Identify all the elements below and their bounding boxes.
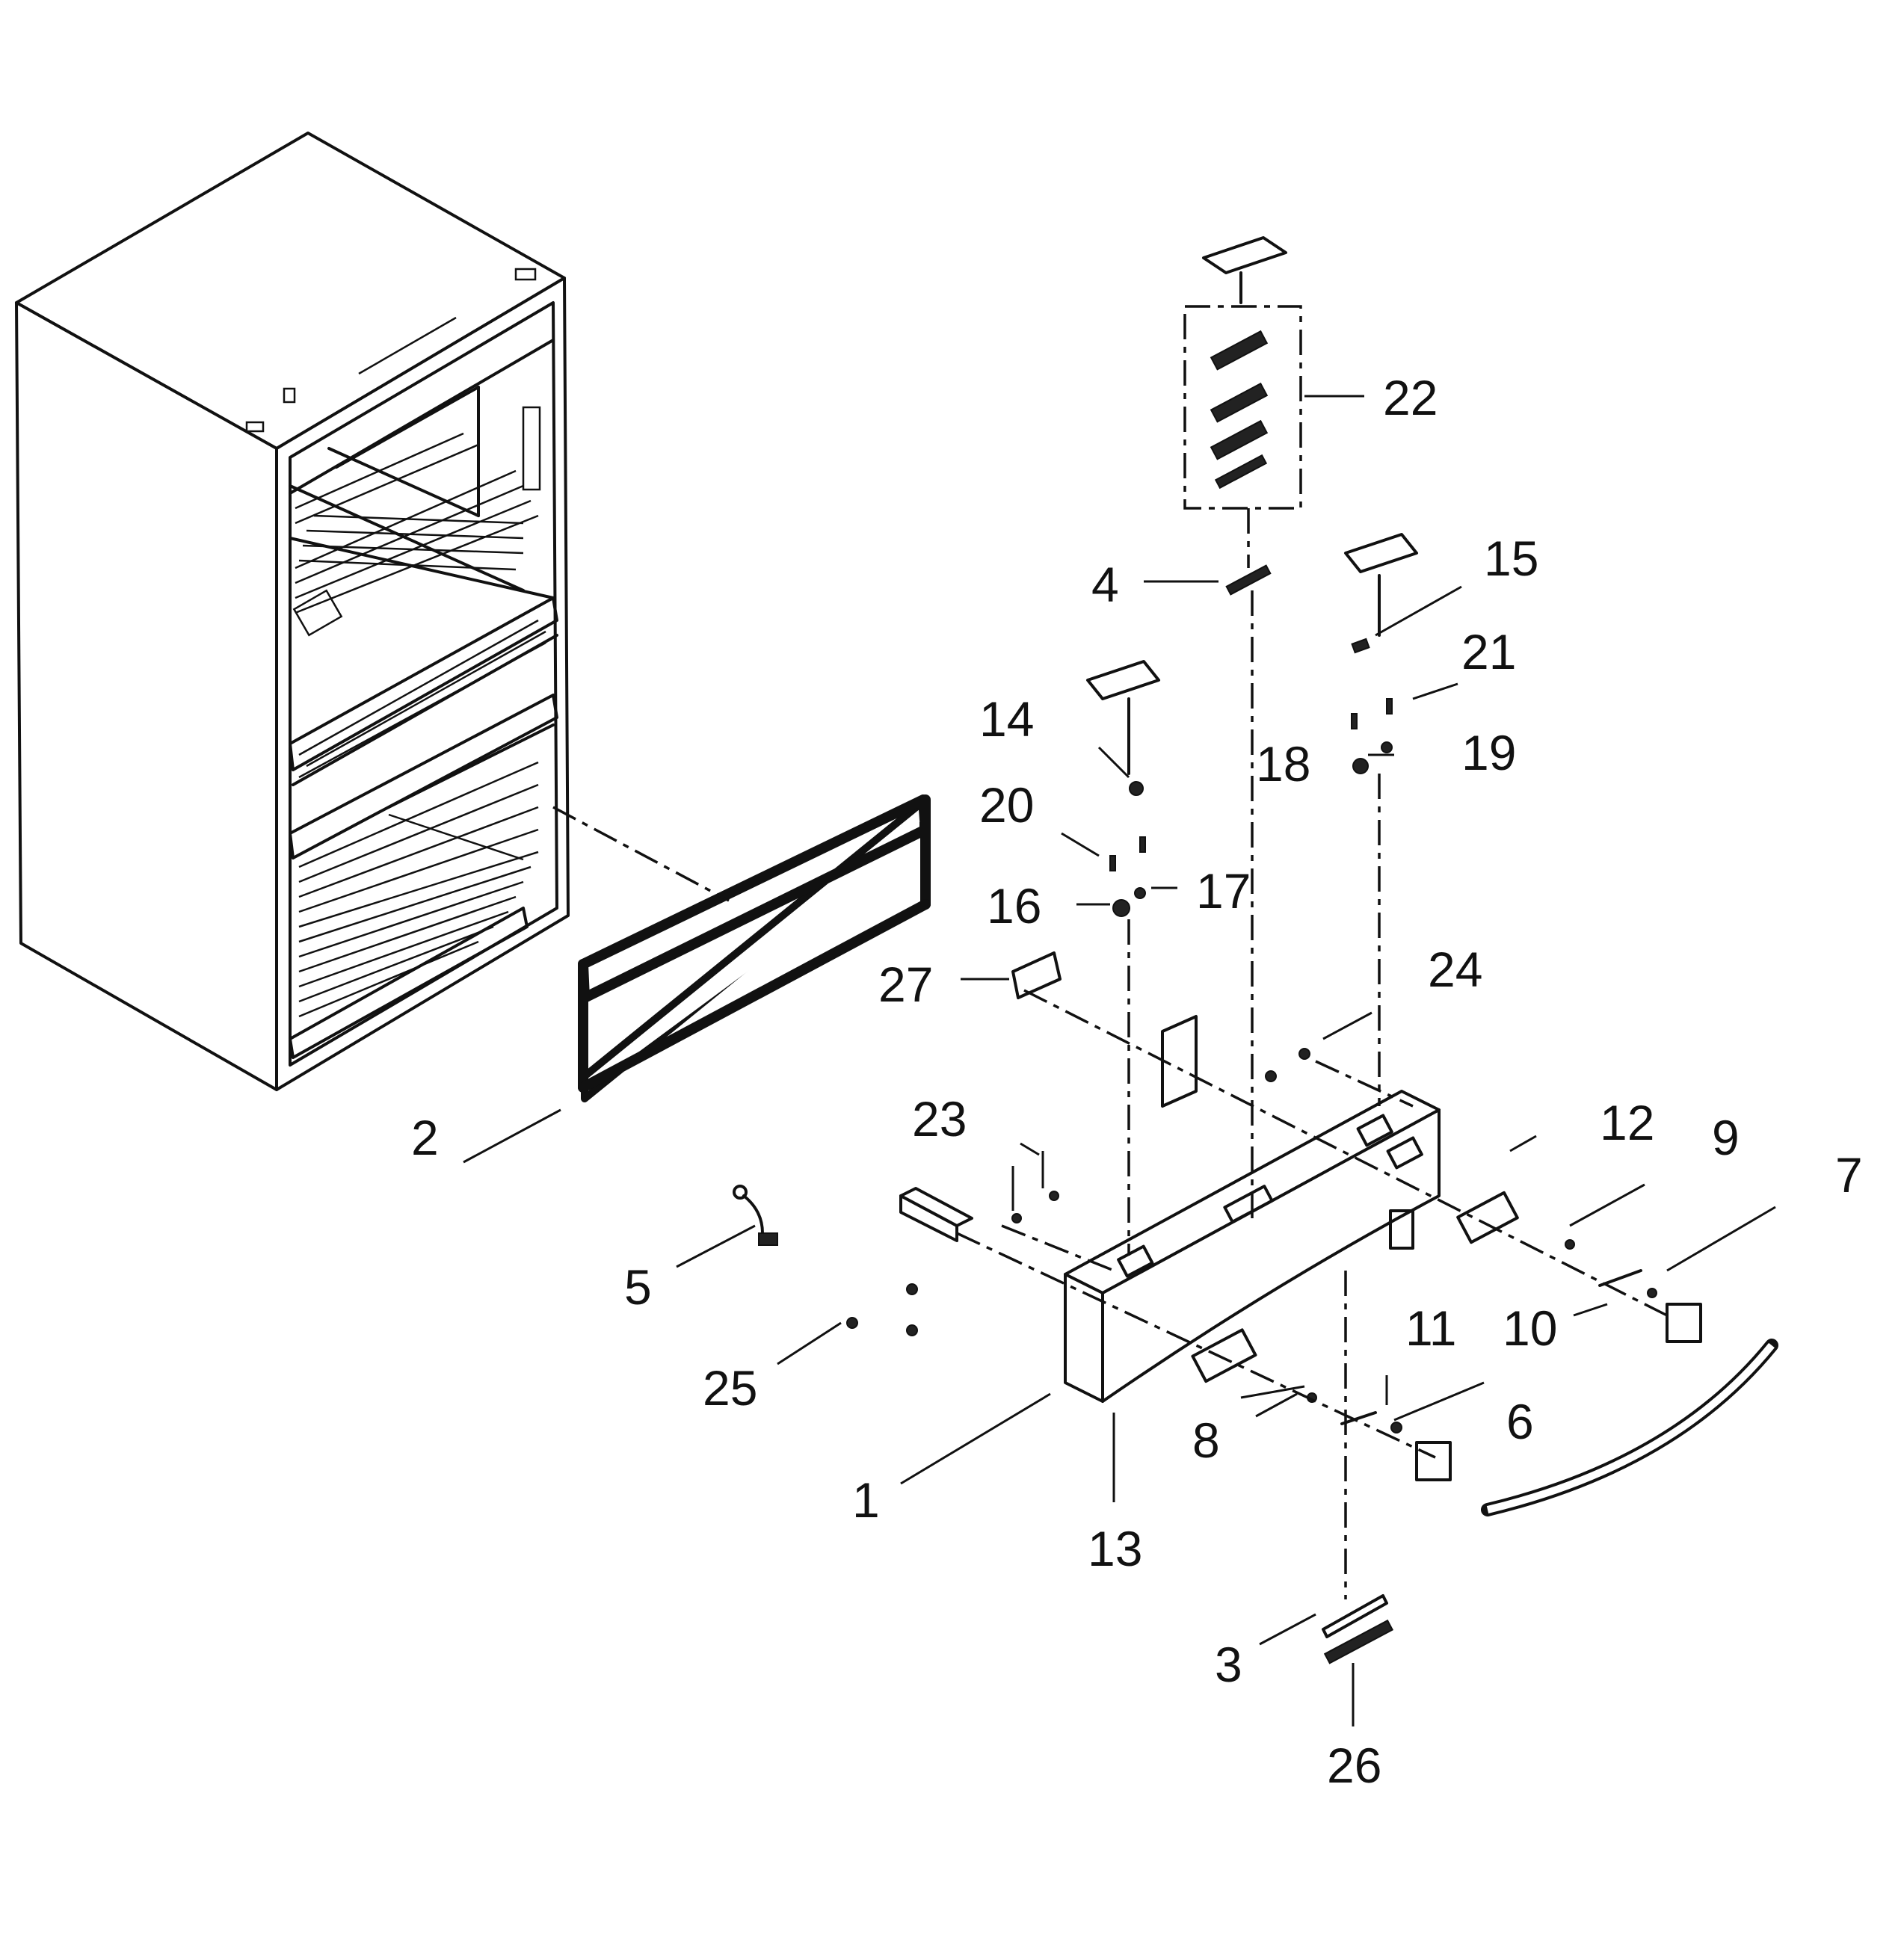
callout-9: 9 — [1712, 1110, 1740, 1165]
callout-labels: 1 2 3 4 5 6 7 8 9 10 11 12 13 14 15 16 1… — [411, 370, 1863, 1793]
callout-3: 3 — [1215, 1637, 1242, 1692]
part-15-cover — [1344, 533, 1418, 573]
callout-18: 18 — [1256, 736, 1310, 791]
callout-22: 22 — [1383, 370, 1438, 425]
callout-4: 4 — [1091, 557, 1119, 612]
callout-10: 10 — [1503, 1300, 1557, 1356]
callout-23: 23 — [912, 1091, 967, 1147]
part-26-strip — [1323, 1619, 1394, 1664]
callout-27: 27 — [878, 957, 933, 1012]
callout-1: 1 — [852, 1472, 880, 1528]
callout-21: 21 — [1461, 624, 1516, 679]
callout-26: 26 — [1327, 1738, 1381, 1793]
callout-15: 15 — [1484, 531, 1538, 586]
part-3-strip — [1322, 1594, 1388, 1638]
rail-bracket-left — [1191, 1328, 1257, 1383]
part-4-strip — [1225, 564, 1272, 596]
part-5-sensor — [733, 1185, 778, 1246]
callout-8: 8 — [1192, 1413, 1220, 1468]
callout-7: 7 — [1835, 1147, 1863, 1203]
drawer-front-panel — [1064, 1090, 1441, 1403]
callout-14: 14 — [979, 691, 1034, 747]
callout-19: 19 — [1461, 725, 1516, 780]
callout-16: 16 — [987, 878, 1041, 933]
left-hinge-bracket — [899, 1187, 973, 1242]
rear-bracket — [1011, 951, 1198, 1108]
callout-12: 12 — [1600, 1095, 1654, 1150]
door-gasket — [578, 794, 931, 1102]
callout-25: 25 — [703, 1360, 757, 1416]
callout-20: 20 — [979, 777, 1034, 833]
hardware-small-parts — [846, 638, 1657, 1433]
refrigerator-cabinet — [15, 132, 570, 1091]
drawer-handle — [1415, 1303, 1778, 1516]
callout-11: 11 — [1405, 1300, 1457, 1356]
parts-kit-22 — [1183, 236, 1302, 510]
callout-2: 2 — [411, 1110, 439, 1165]
callout-13: 13 — [1088, 1521, 1142, 1576]
rail-bracket-right — [1456, 1191, 1519, 1244]
part-14-cover — [1086, 660, 1160, 700]
callout-5: 5 — [624, 1259, 652, 1315]
callout-6: 6 — [1506, 1394, 1534, 1449]
callout-17: 17 — [1196, 863, 1251, 919]
callout-24: 24 — [1428, 942, 1482, 997]
leader-lines — [463, 395, 1776, 1726]
